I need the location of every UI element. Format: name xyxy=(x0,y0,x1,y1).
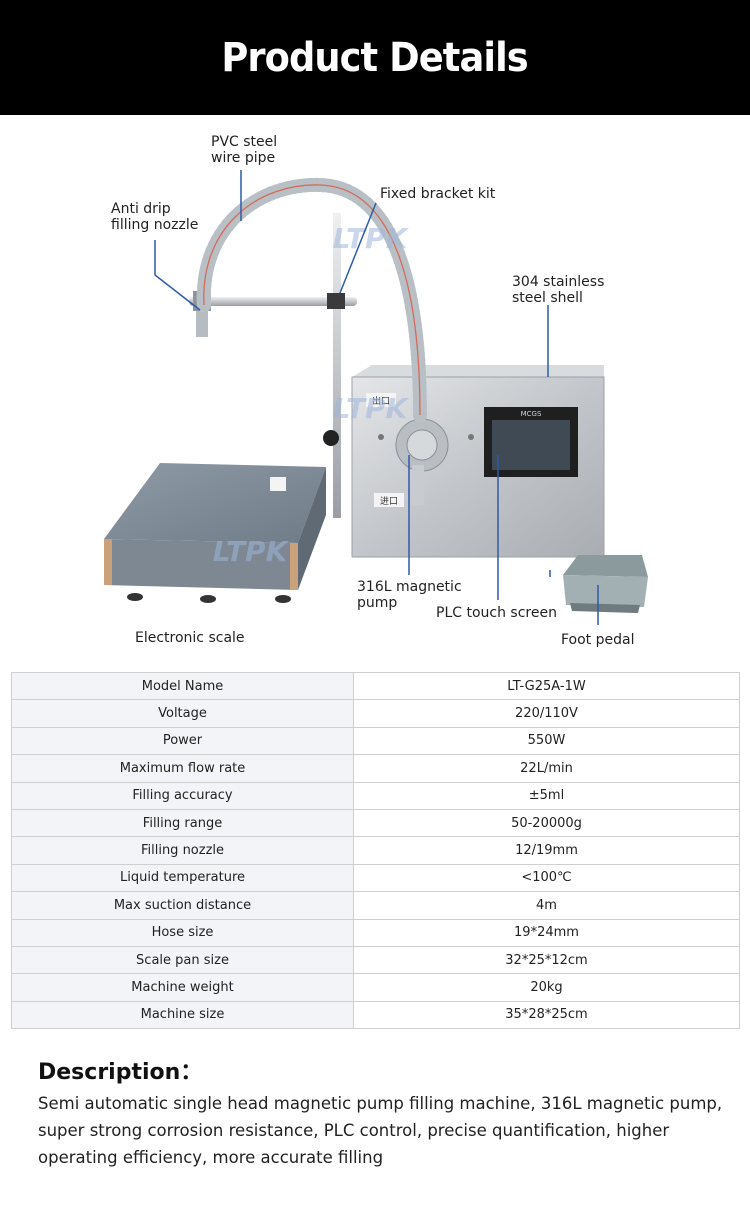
spec-name: Filling range xyxy=(11,808,354,838)
pvc-pipe xyxy=(196,177,427,422)
callout-pvc-pipe: PVC steel wire pipe xyxy=(211,134,278,166)
spec-name: Liquid temperature xyxy=(11,863,354,893)
spec-value: 22L/min xyxy=(353,754,740,783)
description-body: Semi automatic single head magnetic pump… xyxy=(38,1094,723,1167)
spec-value: 220/110V xyxy=(353,699,740,728)
spec-value: LT-G25A-1W xyxy=(353,671,740,701)
spec-name: Model Name xyxy=(11,671,354,701)
machine-illustration: 出口 进口 MCGS LTPK LTPK LTPK xyxy=(104,170,648,625)
page-header: Product Details xyxy=(0,0,750,115)
spec-name: Machine size xyxy=(11,1000,354,1030)
stainless-cabinet: 出口 进口 MCGS xyxy=(351,365,605,558)
screen-brand: MCGS xyxy=(521,410,542,418)
spec-value: 32*25*12cm xyxy=(353,945,740,975)
spec-name: Voltage xyxy=(11,699,354,728)
spec-value: 19*24mm xyxy=(353,918,740,947)
watermark-middle: LTPK xyxy=(333,392,410,425)
spec-name: Scale pan size xyxy=(11,945,354,975)
spec-name: Filling accuracy xyxy=(11,781,354,810)
foot-pedal xyxy=(563,555,648,613)
callout-bracket: Fixed bracket kit xyxy=(380,186,496,202)
callout-shell: 304 stainless steel shell xyxy=(512,274,605,306)
callout-lines xyxy=(154,170,599,625)
outlet-label: 出口 xyxy=(372,395,390,407)
inlet-label: 进口 xyxy=(380,496,398,507)
spec-name: Hose size xyxy=(11,918,354,947)
spec-value: 12/19mm xyxy=(353,836,740,865)
spec-value: ±5ml xyxy=(353,781,740,810)
callout-pedal: Foot pedal xyxy=(561,632,635,648)
table-row: Liquid temperature<100℃ xyxy=(11,863,740,893)
spec-value: 35*28*25cm xyxy=(353,1000,740,1030)
spec-value: <100℃ xyxy=(353,863,740,893)
callout-scale: Electronic scale xyxy=(135,630,245,646)
spec-value: 4m xyxy=(353,891,740,920)
watermark-bottom: LTPK xyxy=(213,535,290,568)
spec-name: Max suction distance xyxy=(11,891,354,920)
spec-name: Maximum flow rate xyxy=(11,754,354,783)
spec-name: Filling nozzle xyxy=(11,836,354,865)
table-row: Filling accuracy±5ml xyxy=(11,781,740,810)
product-diagram: 出口 进口 MCGS LTPK LTPK LTPK xyxy=(0,115,750,670)
electronic-scale xyxy=(104,463,326,603)
callout-nozzle: Anti drip filling nozzle xyxy=(111,201,199,233)
callout-pump: 316L magnetic pump xyxy=(357,579,462,611)
page-title: Product Details xyxy=(221,34,529,81)
spec-value: 50-20000g xyxy=(353,808,740,838)
callout-screen: PLC touch screen xyxy=(436,605,557,621)
description-title: Description： xyxy=(38,1060,203,1085)
spec-value: 550W xyxy=(353,726,740,756)
watermark-top: LTPK xyxy=(333,222,410,255)
spec-name: Power xyxy=(11,726,354,756)
spec-name: Machine weight xyxy=(11,973,354,1002)
spec-value: 20kg xyxy=(353,973,740,1002)
